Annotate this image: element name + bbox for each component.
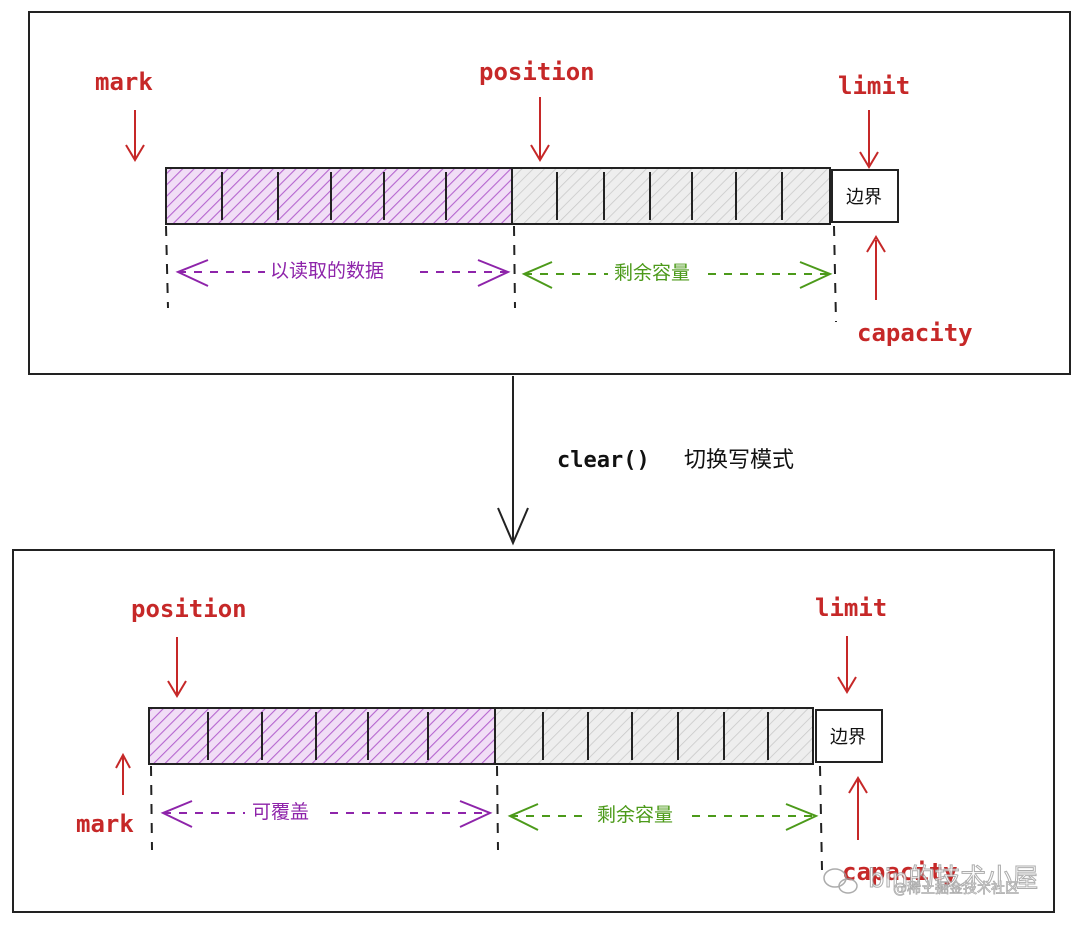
top-capacity-arrow [866,235,886,300]
top-panel-frame [28,11,1071,375]
bottom-limit-arrow [837,636,857,694]
bottom-guides [150,765,823,871]
bottom-mark-label: mark [76,810,134,838]
bottom-position-label: position [131,595,247,623]
top-mark-label: mark [95,68,153,96]
transition-arrow-head [497,507,529,546]
top-buffer: 边界 [165,167,899,225]
watermark: bin的技术小屋 @稀土掘金技术社区 [823,864,1039,897]
top-position-arrow [530,97,550,162]
bottom-remaining-label: 剩余容量 [597,804,673,826]
bottom-cell-dividers [207,712,769,760]
watermark-main: bin的技术小屋 [868,864,1038,894]
clear-call-label: clear() [557,448,650,473]
bottom-boundary-label: 边界 [830,727,866,748]
bottom-panel-frame [12,549,1055,913]
bottom-panel: position limit mark [12,549,1055,913]
bottom-buffer: 边界 [148,707,883,765]
top-limit-arrow [859,110,879,169]
bottom-capacity-label: capacity [842,858,958,886]
top-guides [165,225,837,323]
top-remaining-label: 剩余容量 [614,262,690,284]
top-read-range-label: 以读取的数据 [270,260,384,282]
top-remaining-region [511,167,831,225]
top-read-region [165,167,513,225]
bottom-overwrite-label: 可覆盖 [252,801,309,823]
bottom-remaining-arrow [507,803,819,831]
wechat-icon [823,868,858,894]
bottom-boundary-cell [815,709,883,763]
bottom-remaining-region [494,707,814,765]
watermark-sub: @稀土掘金技术社区 [893,881,1019,897]
top-position-label: position [479,58,595,86]
top-capacity-label: capacity [857,319,973,347]
top-cell-dividers [221,172,783,220]
top-boundary-cell [831,169,899,223]
bottom-capacity-arrow [848,776,868,840]
bottom-limit-label: limit [815,594,887,622]
top-remaining-arrow [521,261,833,289]
top-read-range-arrow [175,259,511,287]
top-boundary-label: 边界 [846,187,882,208]
bottom-mark-arrow [115,752,131,795]
bottom-overwrite-region [148,707,496,765]
bottom-overwrite-arrow [160,800,493,828]
clear-transition: clear() 切换写模式 [497,376,794,546]
bottom-position-arrow [167,637,187,698]
top-limit-label: limit [838,72,910,100]
write-mode-label: 切换写模式 [684,448,794,473]
top-panel: mark position limit capacity [28,11,1071,375]
top-mark-arrow [125,110,145,162]
